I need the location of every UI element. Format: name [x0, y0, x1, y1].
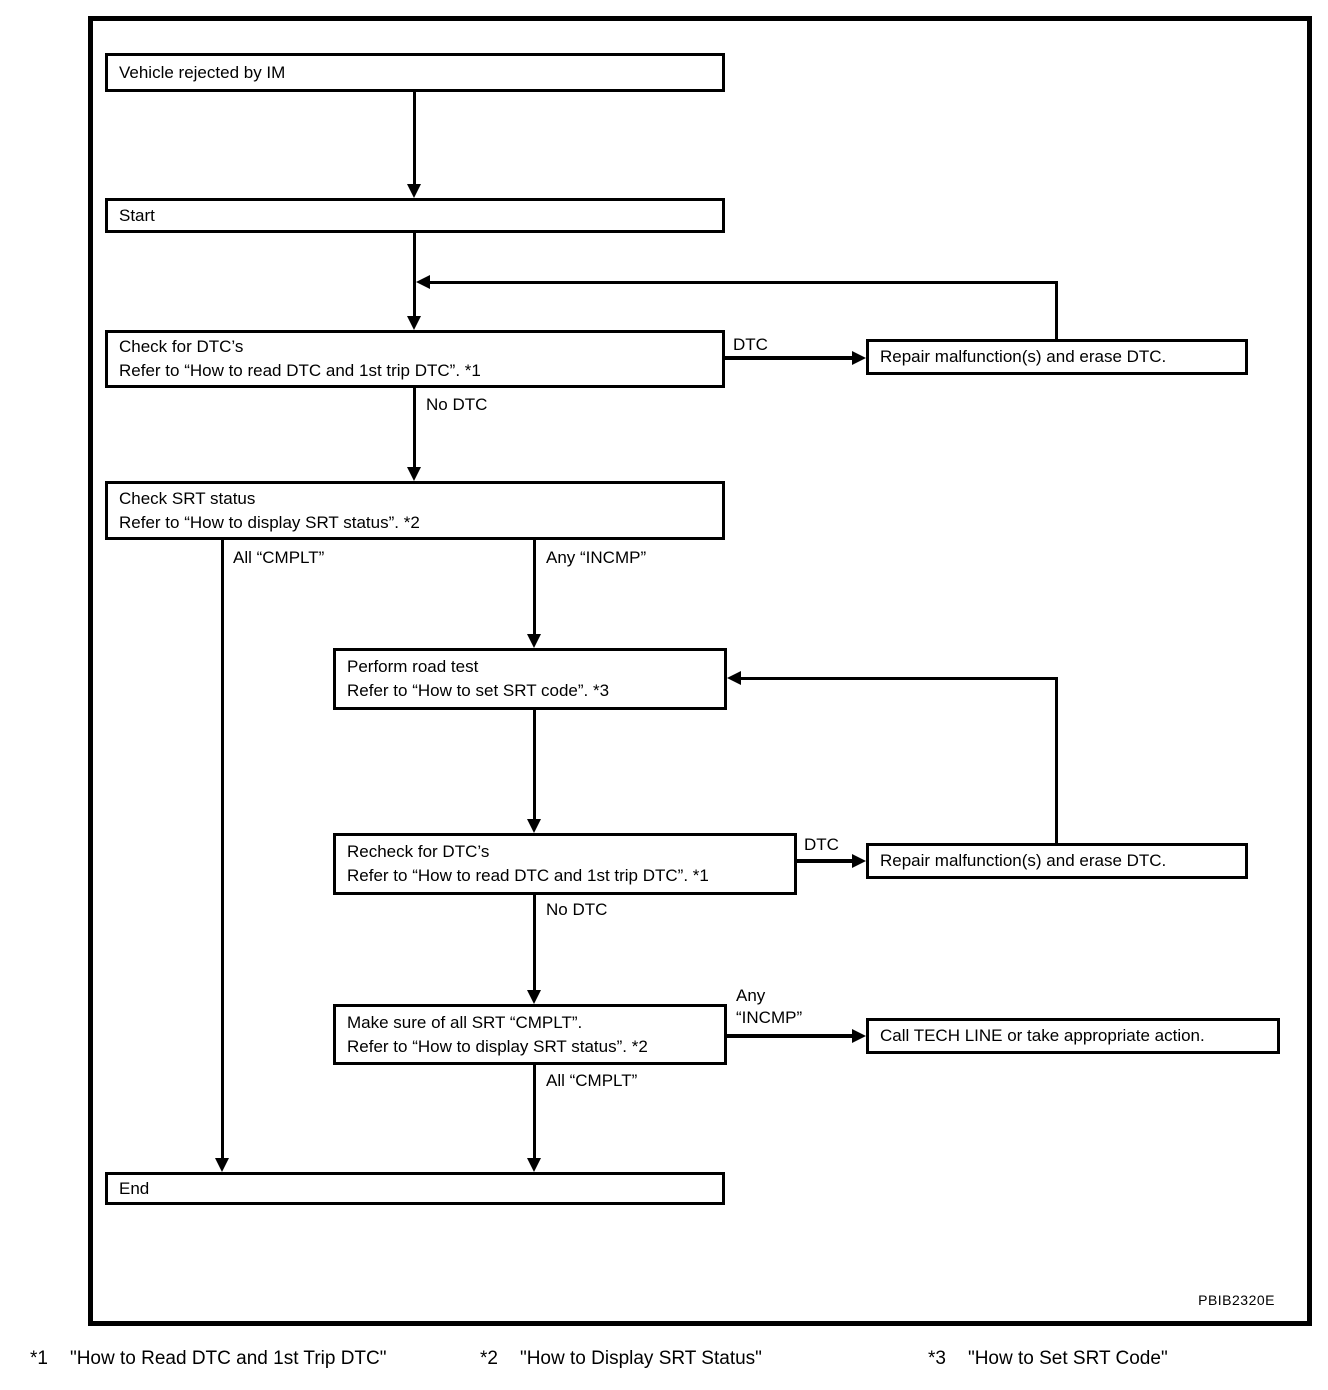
footnote-marker: *2	[480, 1348, 498, 1369]
arrowhead-down-icon	[407, 184, 421, 198]
node-text: Refer to “How to read DTC and 1st trip D…	[347, 866, 709, 885]
footnote-text: "How to Read DTC and 1st Trip DTC"	[69, 1348, 387, 1369]
arrowhead-down-icon	[527, 990, 541, 1004]
node-check-srt: Check SRT status Refer to “How to displa…	[105, 481, 725, 540]
edge-dtc2	[797, 859, 852, 863]
footnote-2: *2 "How to Display SRT Status"	[480, 1348, 762, 1370]
footnote-1: *1 "How to Read DTC and 1st Trip DTC"	[30, 1348, 387, 1370]
edge-label-allcmplt2: All “CMPLT”	[543, 1070, 641, 1092]
edge-feedback1-vertical	[1055, 281, 1058, 339]
node-repair-1: Repair malfunction(s) and erase DTC.	[866, 339, 1248, 375]
arrowhead-down-icon	[407, 467, 421, 481]
node-call-tech-line: Call TECH LINE or take appropriate actio…	[866, 1018, 1280, 1054]
node-text: Check for DTC’s	[119, 337, 244, 356]
node-make-sure-srt: Make sure of all SRT “CMPLT”. Refer to “…	[333, 1004, 727, 1065]
edge-feedback2-horizontal	[741, 677, 1057, 680]
node-road-test: Perform road test Refer to “How to set S…	[333, 648, 727, 710]
node-text: Refer to “How to set SRT code”. *3	[347, 681, 610, 700]
arrowhead-right-icon	[852, 1029, 866, 1043]
edge-anyincmp2	[727, 1034, 852, 1038]
node-repair-2: Repair malfunction(s) and erase DTC.	[866, 843, 1248, 879]
arrowhead-down-icon	[527, 634, 541, 648]
arrowhead-left-icon	[416, 275, 430, 289]
arrowhead-left-icon	[727, 671, 741, 685]
node-recheck-dtc: Recheck for DTC’s Refer to “How to read …	[333, 833, 797, 895]
edge-feedback1-horizontal	[428, 281, 1058, 284]
edge-label-anyincmp2-line2: “INCMP”	[733, 1007, 806, 1029]
diagram-code: PBIB2320E	[1198, 1292, 1275, 1308]
edge-nodtc2	[533, 895, 536, 990]
node-text: Recheck for DTC’s	[347, 842, 490, 861]
diagram-border	[88, 16, 1312, 1326]
edge-allcmplt1	[221, 540, 224, 1158]
node-text: Call TECH LINE or take appropriate actio…	[880, 1026, 1205, 1045]
node-text: Refer to “How to read DTC and 1st trip D…	[119, 361, 481, 380]
node-text: End	[119, 1178, 150, 1198]
edge-vehicle-start	[413, 92, 416, 186]
edge-label-anyincmp2-line1: Any	[733, 985, 769, 1007]
node-check-dtc: Check for DTC’s Refer to “How to read DT…	[105, 330, 725, 388]
edge-feedback2-vertical	[1055, 677, 1058, 843]
node-start: Start	[105, 198, 725, 233]
node-text: Refer to “How to display SRT status”. *2	[347, 1036, 648, 1056]
arrowhead-down-icon	[527, 1158, 541, 1172]
edge-label-dtc2: DTC	[801, 834, 842, 856]
footnote-marker: *1	[30, 1348, 48, 1369]
edge-label-anyincmp1: Any “INCMP”	[543, 547, 650, 569]
node-text: Check SRT status	[119, 488, 256, 508]
footnote-text: "How to Display SRT Status"	[519, 1348, 762, 1369]
node-text: Perform road test	[347, 657, 479, 676]
arrowhead-down-icon	[407, 316, 421, 330]
node-text: Repair malfunction(s) and erase DTC.	[880, 347, 1167, 366]
node-vehicle-rejected: Vehicle rejected by IM	[105, 53, 725, 92]
node-text: Vehicle rejected by IM	[119, 62, 286, 82]
node-text: Start	[119, 205, 155, 225]
arrowhead-down-icon	[527, 819, 541, 833]
footnote-text: "How to Set SRT Code"	[967, 1348, 1168, 1369]
edge-start-checkdtc	[413, 233, 416, 318]
edge-roadtest-recheck	[533, 710, 536, 819]
footnote-marker: *3	[928, 1348, 946, 1369]
edge-label-nodtc2: No DTC	[543, 899, 611, 921]
arrowhead-right-icon	[852, 854, 866, 868]
node-text: Make sure of all SRT “CMPLT”.	[347, 1012, 583, 1032]
arrowhead-down-icon	[215, 1158, 229, 1172]
edge-label-dtc1: DTC	[730, 334, 771, 356]
footnote-3: *3 "How to Set SRT Code"	[928, 1348, 1168, 1370]
edge-label-allcmplt1: All “CMPLT”	[230, 547, 328, 569]
node-text: Repair malfunction(s) and erase DTC.	[880, 851, 1167, 870]
node-text: Refer to “How to display SRT status”. *2	[119, 512, 420, 532]
edge-allcmplt2	[533, 1065, 536, 1158]
node-end: End	[105, 1172, 725, 1205]
edge-label-nodtc1: No DTC	[423, 394, 491, 416]
edge-nodtc1	[413, 388, 416, 467]
edge-dtc1	[725, 356, 852, 360]
arrowhead-right-icon	[852, 351, 866, 365]
edge-anyincmp1	[533, 540, 536, 634]
